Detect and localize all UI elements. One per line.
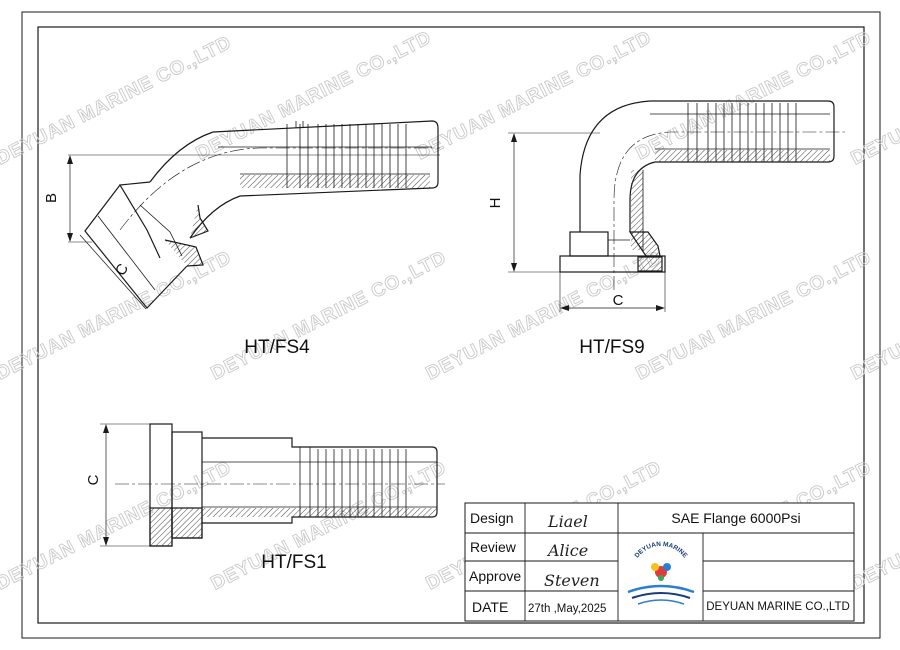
watermark-text: DEYUAN MARINE CO.,LTD xyxy=(633,27,875,164)
company-name: DEYUAN MARINE CO.,LTD xyxy=(706,601,850,613)
fs9-dimension-h: H xyxy=(487,198,504,209)
outer-frame xyxy=(21,11,881,639)
part-fs1-drawing xyxy=(100,423,445,547)
drawing-title: SAE Flange 6000Psi xyxy=(671,510,800,526)
fs9-flange-head xyxy=(559,231,666,273)
fs4-dimension-b: B xyxy=(43,193,60,203)
fs9-bend-outer xyxy=(579,100,651,232)
fs1-label: HT/FS1 xyxy=(261,552,326,573)
review-label: Review xyxy=(470,539,517,555)
fs1-dimension-c: C xyxy=(85,474,102,485)
approver-signature: Steven xyxy=(544,571,600,590)
watermark-text: DEYUAN MARINE CO.,LTD xyxy=(413,27,655,164)
part-fs9-drawing xyxy=(508,100,845,312)
fs9-dimension-c: C xyxy=(613,292,624,309)
fs4-flange-head xyxy=(84,181,204,309)
watermark-text: DEYUAN MARINE CO.,LTD xyxy=(633,247,875,384)
inner-frame xyxy=(37,26,865,624)
watermark-text: DEYUAN MARINE CO.,LTD xyxy=(208,247,450,384)
design-label: Design xyxy=(470,510,514,526)
fs4-dimension-c: C xyxy=(112,261,132,279)
approve-label: Approve xyxy=(469,568,521,584)
fs4-bend-outer xyxy=(149,131,214,183)
date-label: DATE xyxy=(472,599,508,615)
fs1-body xyxy=(202,437,438,524)
part-fs4-drawing xyxy=(67,120,440,310)
fs9-hose-tail xyxy=(650,100,835,163)
fs4-label: HT/FS4 xyxy=(244,337,310,358)
reviewer-signature: Alice xyxy=(546,541,588,560)
watermark-text: DEYUAN MARINE CO.,LTD xyxy=(423,247,665,384)
date-value: 27th ,May,2025 xyxy=(528,603,606,615)
watermark-text: DEYUAN MARINE CO.,LTD xyxy=(208,457,450,594)
fs1-flange-head xyxy=(149,423,203,547)
designer-signature: Liael xyxy=(547,512,588,531)
fs9-label: HT/FS9 xyxy=(579,337,644,358)
title-block: Design Review Approve DATE Liael Alice S… xyxy=(464,502,855,622)
